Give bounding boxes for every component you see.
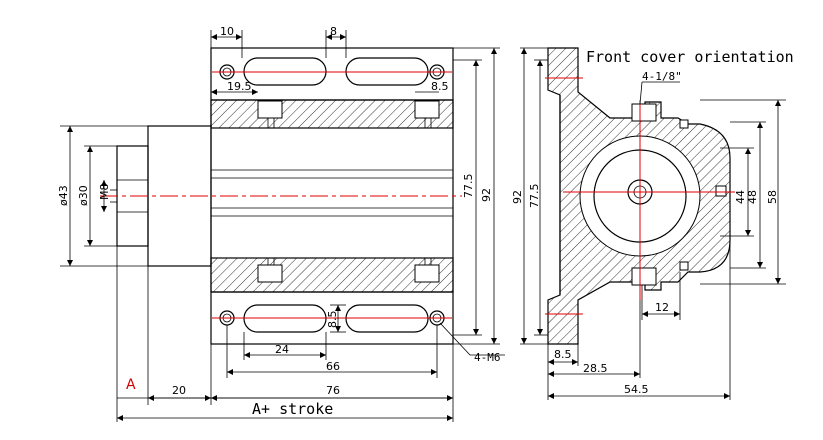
upper-wall-section xyxy=(210,99,454,129)
dim-d30: ø30 xyxy=(77,185,90,206)
dim-d43: ø43 xyxy=(57,185,70,206)
a-label: A xyxy=(126,377,136,393)
dim-8-5-slot: 8.5 xyxy=(326,311,339,329)
dim-8-5-top: 8.5 xyxy=(431,80,449,93)
bottom-port xyxy=(631,267,657,286)
dim-8-5-bottom: 8.5 xyxy=(554,348,572,361)
dim-77-5-right: 77.5 xyxy=(528,184,541,209)
end-view xyxy=(545,47,735,345)
cover-orientation-title: Front cover orientation xyxy=(586,48,794,66)
length-label: A+ stroke xyxy=(252,400,333,418)
dim-10: 10 xyxy=(220,25,234,38)
dim-8: 8 xyxy=(330,25,337,38)
port-thread-label: 4-1/8" xyxy=(642,70,682,83)
dim-54-5: 54.5 xyxy=(624,383,649,396)
dim-12: 12 xyxy=(655,301,669,314)
dim-66: 66 xyxy=(326,360,340,373)
dim-92-right: 92 xyxy=(511,190,524,204)
dim-m8: M8 xyxy=(98,184,111,201)
dim-24: 24 xyxy=(275,343,289,356)
dim-77-5-mid: 77.5 xyxy=(462,174,475,199)
side-view-dimensions: 10 8 19.5 8.5 77.5 92 ø43 ø30 M8 xyxy=(57,25,505,422)
side-view xyxy=(100,47,462,345)
top-port xyxy=(631,103,657,122)
dim-48: 48 xyxy=(746,190,759,204)
dim-19-5: 19.5 xyxy=(227,80,252,93)
mount-thread-label: 4-M6 xyxy=(474,351,501,364)
dim-58: 58 xyxy=(766,190,779,204)
dim-20: 20 xyxy=(172,384,186,397)
lower-wall-section xyxy=(210,257,454,293)
dim-92-mid: 92 xyxy=(480,188,493,202)
end-view-dimensions: Front cover orientation 4-1/8" 92 77.5 4… xyxy=(511,47,794,400)
dim-44: 44 xyxy=(734,190,747,204)
dim-76: 76 xyxy=(326,384,340,397)
dim-28-5: 28.5 xyxy=(583,362,608,375)
